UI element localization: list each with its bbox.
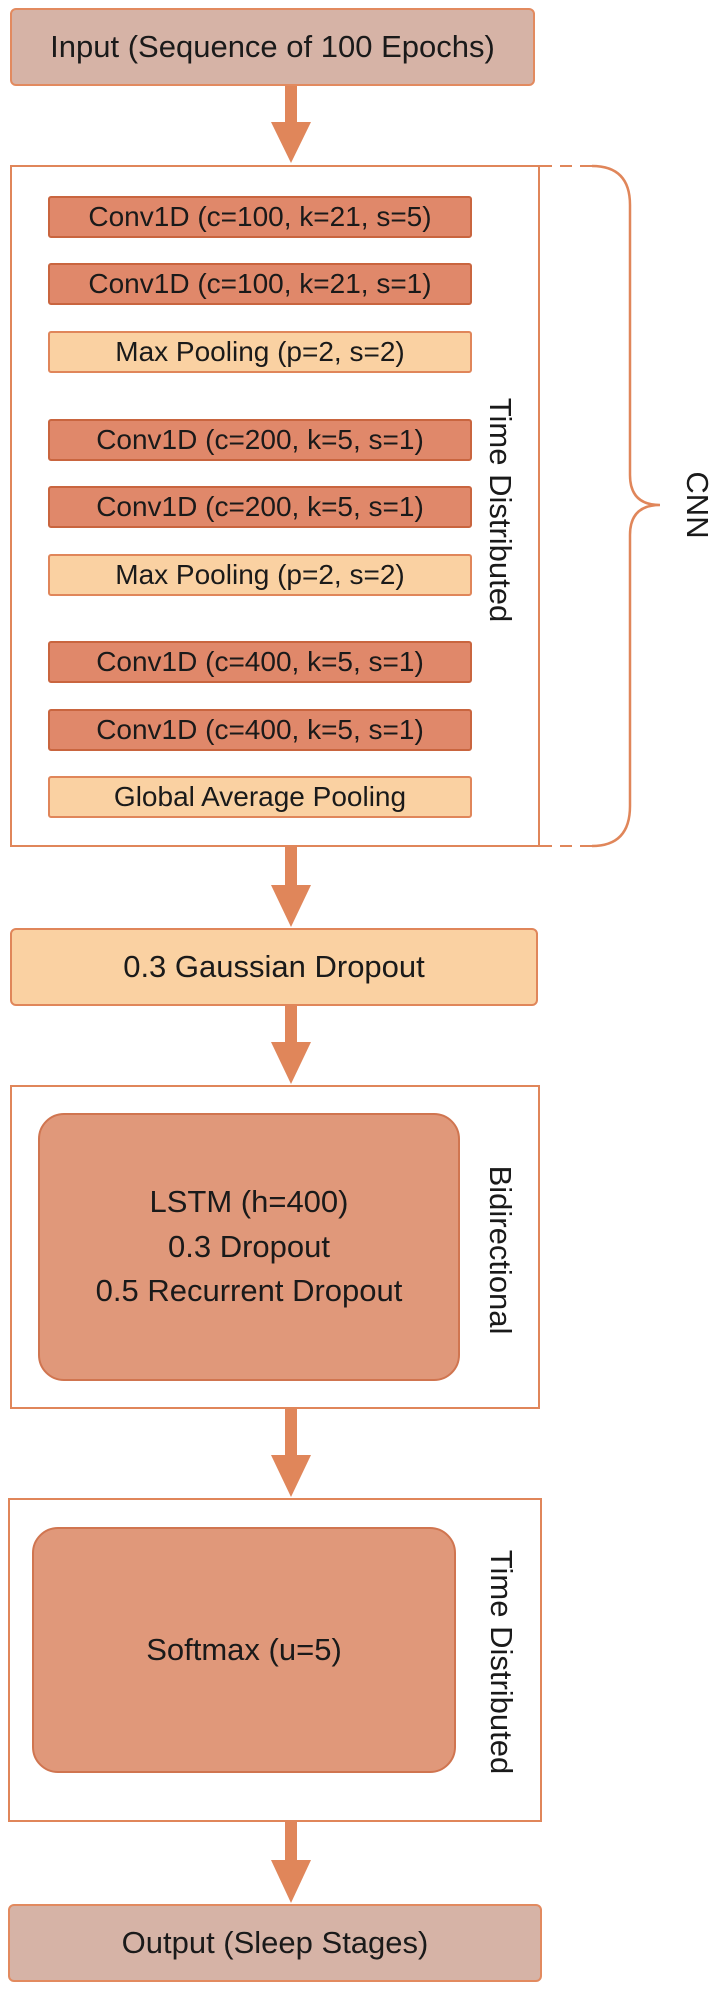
arrow-softmax-to-output [271,1822,311,1903]
conv1d-layer-2: Conv1D (c=100, k=21, s=1) [48,263,472,305]
gaussian-dropout-label: 0.3 Gaussian Dropout [123,949,425,984]
conv1d-layer-1: Conv1D (c=100, k=21, s=5) [48,196,472,238]
arrow-cnn-to-dropout [271,847,311,927]
cnn-brace [591,164,661,848]
arrow-input-to-cnn [271,86,311,163]
output-label: Output (Sleep Stages) [121,1925,429,1960]
lstm-line-3: 0.5 Recurrent Dropout [95,1273,403,1309]
input-box: Input (Sequence of 100 Epochs) [10,8,535,86]
lstm-line-1: LSTM (h=400) [149,1183,349,1219]
conv1d-layer-4: Conv1D (c=200, k=5, s=1) [48,486,472,528]
arrow-dropout-to-lstm [271,1006,311,1084]
global-average-pooling-layer: Global Average Pooling [48,776,472,818]
arrow-lstm-to-softmax [271,1409,311,1497]
softmax-label: Softmax (u=5) [146,1631,342,1667]
lstm-block: LSTM (h=400) 0.3 Dropout 0.5 Recurrent D… [38,1113,460,1381]
gaussian-dropout-box: 0.3 Gaussian Dropout [10,928,538,1006]
lstm-line-2: 0.3 Dropout [168,1228,330,1264]
max-pooling-layer-1: Max Pooling (p=2, s=2) [48,331,472,373]
output-box: Output (Sleep Stages) [8,1904,542,1982]
softmax-block: Softmax (u=5) [32,1527,456,1773]
max-pooling-layer-2: Max Pooling (p=2, s=2) [48,554,472,596]
input-label: Input (Sequence of 100 Epochs) [50,29,495,64]
conv1d-layer-5: Conv1D (c=400, k=5, s=1) [48,641,472,683]
conv1d-layer-3: Conv1D (c=200, k=5, s=1) [48,419,472,461]
conv1d-layer-6: Conv1D (c=400, k=5, s=1) [48,709,472,751]
